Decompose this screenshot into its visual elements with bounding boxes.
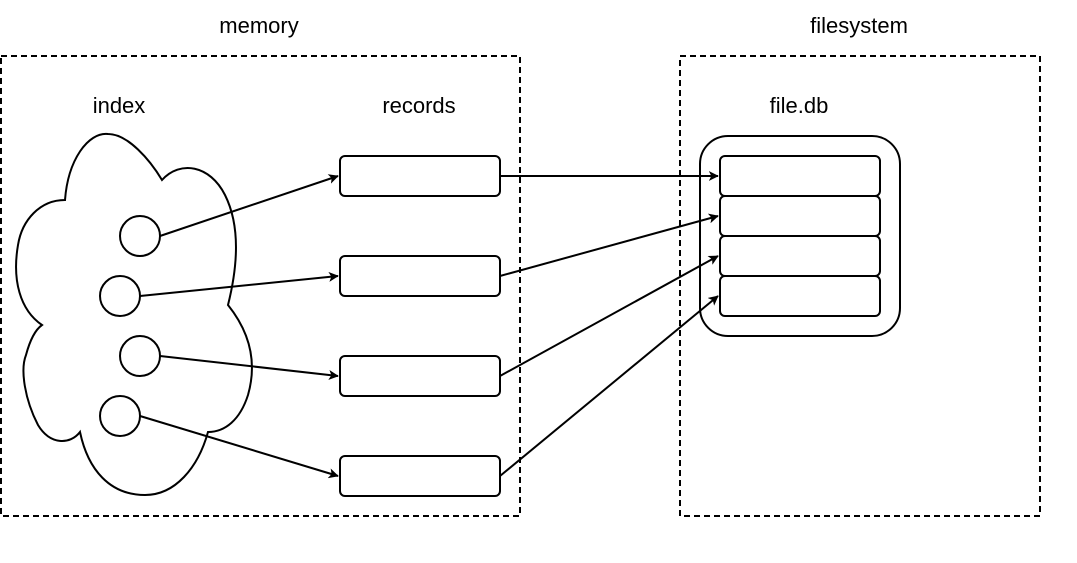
records-label: records [382,93,455,118]
edge-arrow [159,174,339,237]
memory-label: memory [219,13,298,38]
record-box [339,455,501,497]
filesystem-label: filesystem [810,13,908,38]
edge-arrow [499,295,719,477]
edge-arrow [139,271,339,297]
edge-arrow [499,213,719,277]
record-box [339,255,501,297]
index-node [119,335,161,377]
record-box [339,355,501,397]
filesystem-container [679,55,1041,517]
index-cloud [15,132,253,497]
edge-arrow [159,355,339,380]
file-slot [719,235,881,277]
index-node [99,275,141,317]
file-slot [719,195,881,237]
file-db-label: file.db [770,93,829,118]
record-box [339,155,501,197]
edge-arrow [499,255,719,377]
file-slot [719,155,881,197]
file-slot [719,275,881,317]
index-node [119,215,161,257]
edge-arrow [139,415,339,479]
index-label: index [93,93,146,118]
index-node [99,395,141,437]
